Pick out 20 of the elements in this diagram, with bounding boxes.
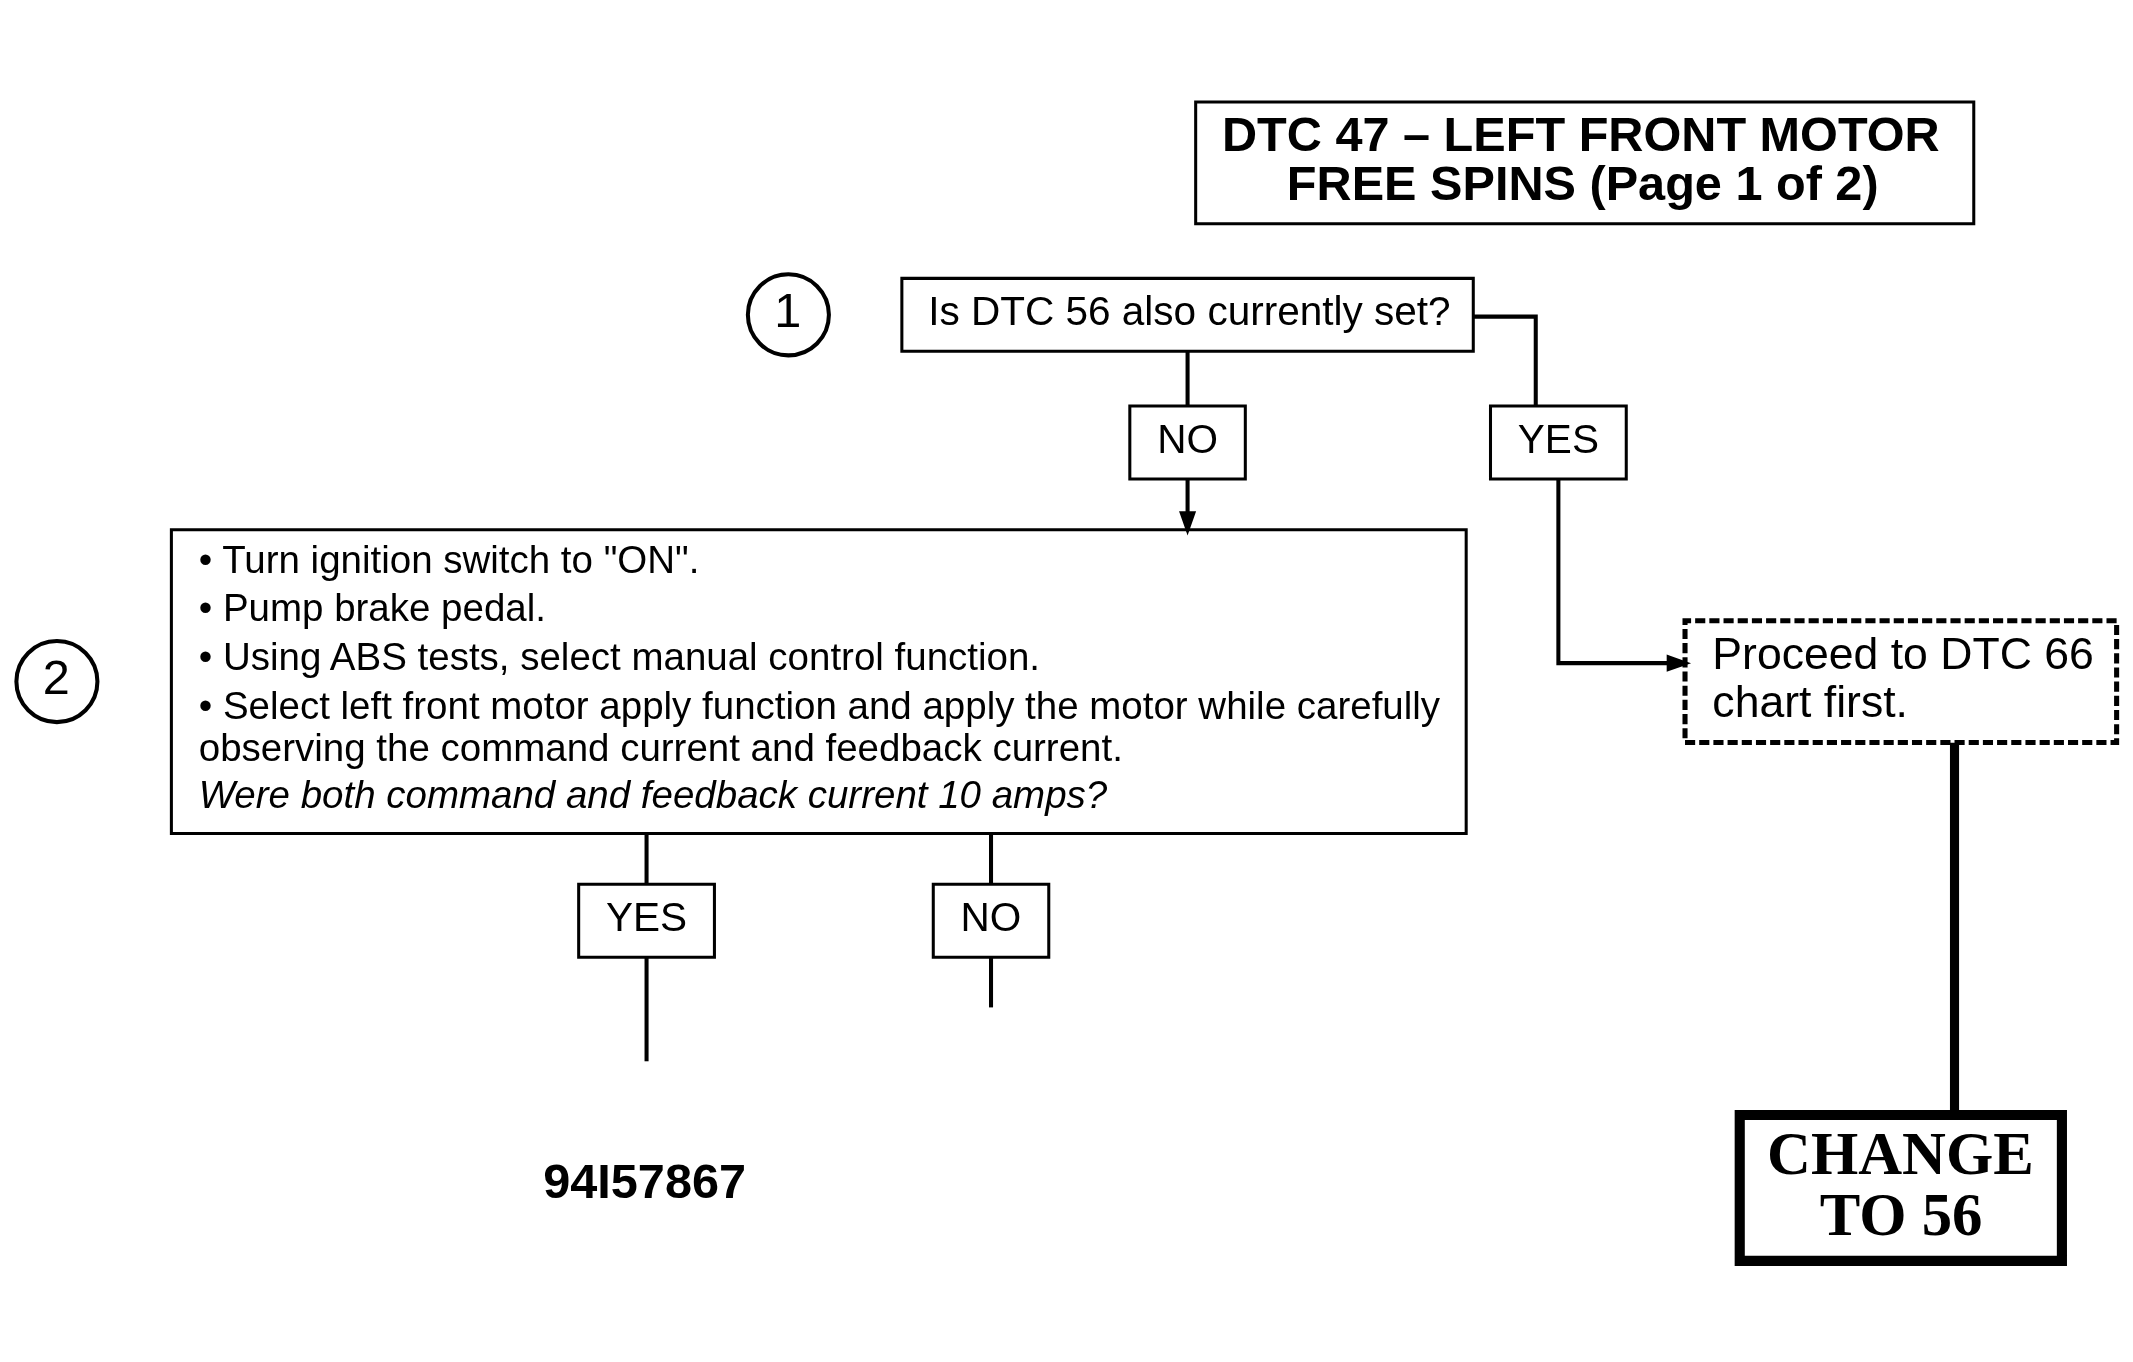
connector (644, 956, 649, 1061)
connector (644, 833, 649, 884)
connector (989, 956, 994, 1007)
label: 94I57867 (543, 1153, 747, 1208)
node-box: NO (931, 882, 1051, 959)
node-box: NO (1128, 404, 1247, 480)
node-box: YES (1489, 404, 1628, 480)
connector (1185, 351, 1190, 405)
node-label: 1 (774, 282, 802, 337)
arrow (1556, 479, 1692, 672)
node-box: YES (577, 882, 716, 959)
node-label: 2 (42, 649, 70, 704)
node-box: • Turn ignition switch to "ON". • Pump brake pedal. • Using ABS tests, select manual control function. • Select left front motor apply function and apply the motor while carefully observing the command current and feedback current. Were both command and feedback current 10 amps? (169, 527, 1468, 835)
node-box: Is DTC 56 also currently set? (900, 276, 1475, 353)
node-box: DTC 47 – LEFT FRONT MOTOR FREE SPINS (Page 1 of 2) (1194, 100, 1976, 225)
connector (989, 833, 994, 884)
connector (1473, 314, 1538, 405)
node-box: CHANGE TO 56 (1734, 1109, 2067, 1266)
arrow (1179, 478, 1197, 536)
node-box: Proceed to DTC 66 chart first. (1682, 617, 2120, 745)
